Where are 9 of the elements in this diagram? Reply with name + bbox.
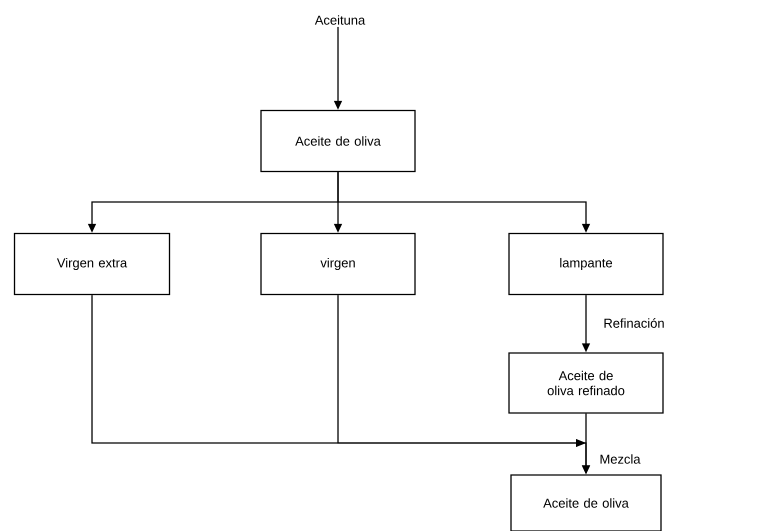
input-label: Aceituna — [314, 15, 366, 25]
edge-label: Mezcla — [598, 453, 642, 465]
process-box: Aceite de oliva — [260, 110, 416, 172]
process-box: lampante — [508, 232, 664, 296]
process-box: Aceite de oliva refinado — [508, 352, 664, 414]
edge-label: Refinación — [602, 317, 666, 329]
process-box: Aceite de oliva — [510, 474, 662, 531]
process-box: Virgen extra — [14, 232, 170, 296]
process-box: virgen — [260, 232, 416, 296]
